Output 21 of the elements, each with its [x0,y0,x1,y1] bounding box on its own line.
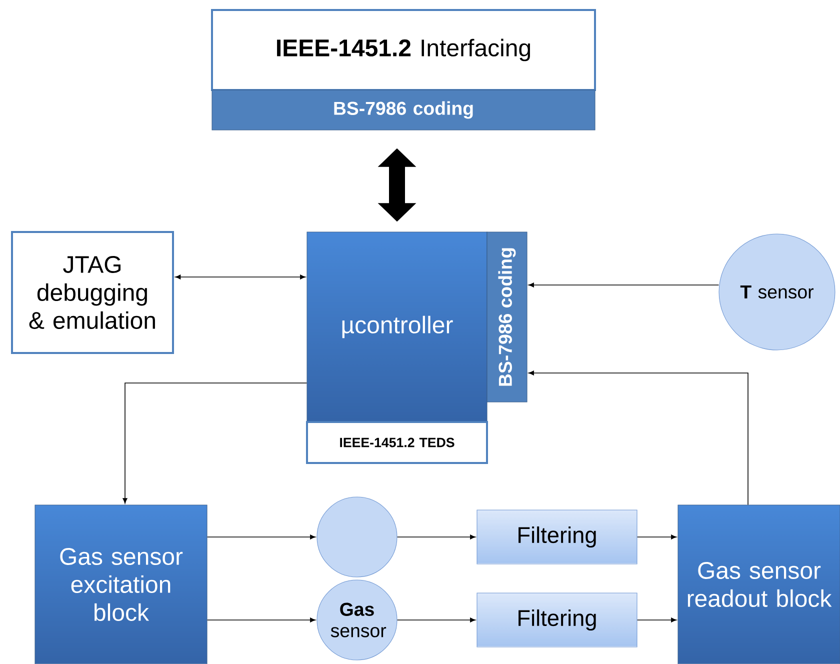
interface-box: JTAG debugging & emulation [11,231,174,354]
arrow [396,618,476,622]
filter-box: Filtering [476,592,638,648]
controller-box: µcontroller [306,232,488,422]
arrow [528,370,748,506]
arrow [206,618,316,622]
block-box: Gas sensor excitation block [34,504,208,664]
arrow [636,618,677,622]
arrow [396,534,476,540]
filter-box: Filtering [476,510,638,564]
teds-box: IEEE-1451.2 TEDS [306,421,488,464]
arrow [528,282,720,288]
arrow [206,534,316,540]
arrow [175,274,306,280]
sensor-circle [316,496,398,578]
arrow [122,382,308,504]
arrow [636,534,677,540]
title-box: IEEE-1451.2 Interfacing [211,9,596,91]
coding-band: BS-7986 coding [486,232,528,402]
coding-band: BS-7986 coding [212,90,596,130]
block-box: Gas sensor readout block [678,504,840,664]
